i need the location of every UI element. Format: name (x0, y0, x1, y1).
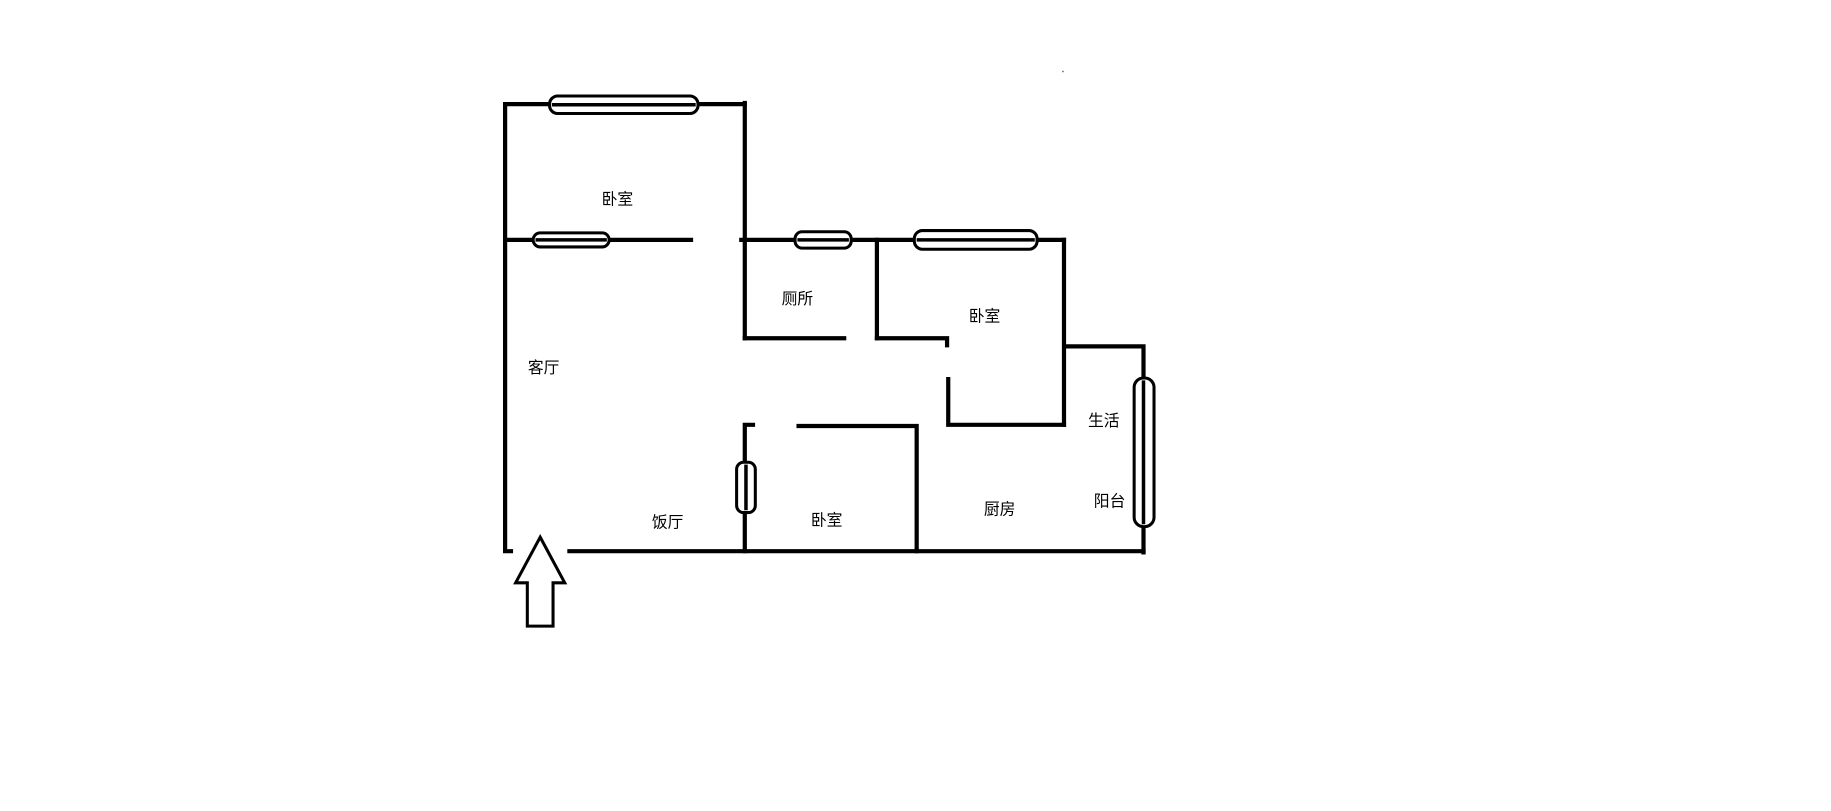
walls (502, 100, 1146, 555)
outer-left-wall (502, 102, 514, 554)
wall-balcony (1064, 344, 1146, 555)
label-bedroom-top: 卧室 (602, 190, 634, 209)
label-kitchen: 厨房 (984, 500, 1016, 519)
label-bedroom-right: 卧室 (969, 307, 1001, 326)
window-toilet (793, 230, 853, 250)
label-dining-room: 饭厅 (652, 513, 684, 532)
windows (531, 94, 1156, 529)
wall-bedroom-right-bottom (946, 377, 1067, 427)
label-bedroom-bottom: 卧室 (811, 510, 843, 529)
label-utility-line1: 生活 (1088, 411, 1120, 430)
label-toilet: 厕所 (782, 289, 814, 308)
wall-bedroom-right-bottom-left (874, 336, 950, 348)
window-balcony (1132, 376, 1156, 529)
window-bedroom-bottom (735, 460, 757, 515)
window-mid-left (531, 231, 611, 249)
wall-bedroom-bottom-top (796, 423, 919, 554)
room-labels: 卧室 厕所 卧室 客厅 生活 阳台 厨房 卧室 饭厅 (528, 190, 1125, 532)
label-living-room: 客厅 (528, 358, 560, 377)
window-bedroom-right (912, 229, 1039, 251)
stray-dot (1062, 70, 1064, 73)
arrow-up-icon (513, 533, 568, 628)
label-utility-line2: 阳台 (1094, 492, 1126, 511)
window-top (548, 94, 700, 116)
